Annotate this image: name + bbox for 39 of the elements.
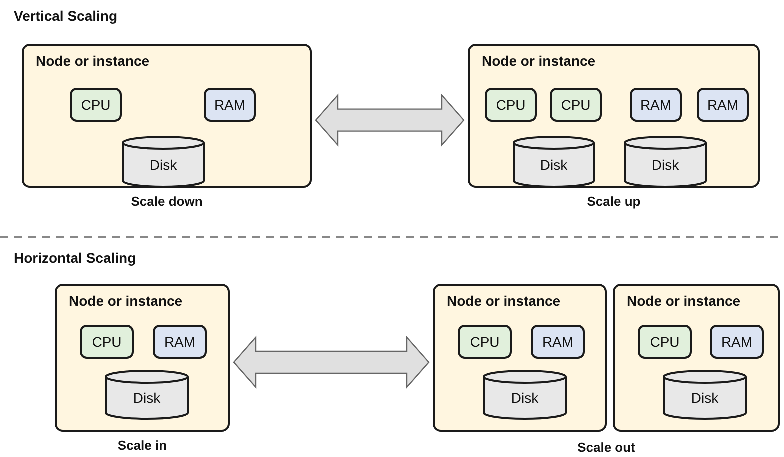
instance-title: Node or instance (627, 293, 741, 309)
double-arrow (233, 336, 430, 390)
ram-box: RAM (630, 88, 682, 122)
instance-title: Node or instance (36, 53, 150, 69)
instance-title: Node or instance (482, 53, 596, 69)
disk-label: Disk (148, 156, 178, 173)
cpu-box: CPU (70, 88, 122, 122)
instance-title: Node or instance (69, 293, 183, 309)
node-label: Scale down (130, 194, 204, 209)
disk-label: Disk (510, 390, 540, 406)
disk-cylinder (513, 136, 595, 188)
instance-box (433, 284, 607, 432)
disk-label: Disk (650, 156, 680, 173)
cpu-box: CPU (638, 325, 692, 359)
ram-box: RAM (204, 88, 256, 122)
double-arrow (315, 94, 465, 147)
disk-cylinder (122, 136, 205, 188)
ram-box: RAM (153, 325, 207, 359)
cpu-box: CPU (458, 325, 512, 359)
disk-label: Disk (690, 390, 720, 406)
cpu-box: CPU (80, 325, 134, 359)
node-label: Scale up (586, 194, 642, 209)
cpu-box: CPU (485, 88, 537, 122)
disk-label: Disk (539, 156, 569, 173)
ram-box: RAM (710, 325, 764, 359)
disk-cylinder (663, 370, 747, 420)
caption: Scale out (576, 440, 636, 455)
section-heading: Horizontal Scaling (14, 250, 138, 266)
instance-box (613, 284, 780, 432)
instance-title: Node or instance (447, 293, 561, 309)
ram-box: RAM (697, 88, 749, 122)
ram-box: RAM (531, 325, 585, 359)
disk-cylinder (105, 370, 189, 420)
cpu-box: CPU (550, 88, 602, 122)
section-heading: Vertical Scaling (14, 8, 118, 24)
disk-cylinder (624, 136, 707, 188)
disk-label: Disk (132, 390, 162, 406)
node-label: Scale in (116, 438, 168, 453)
disk-cylinder (483, 370, 567, 420)
